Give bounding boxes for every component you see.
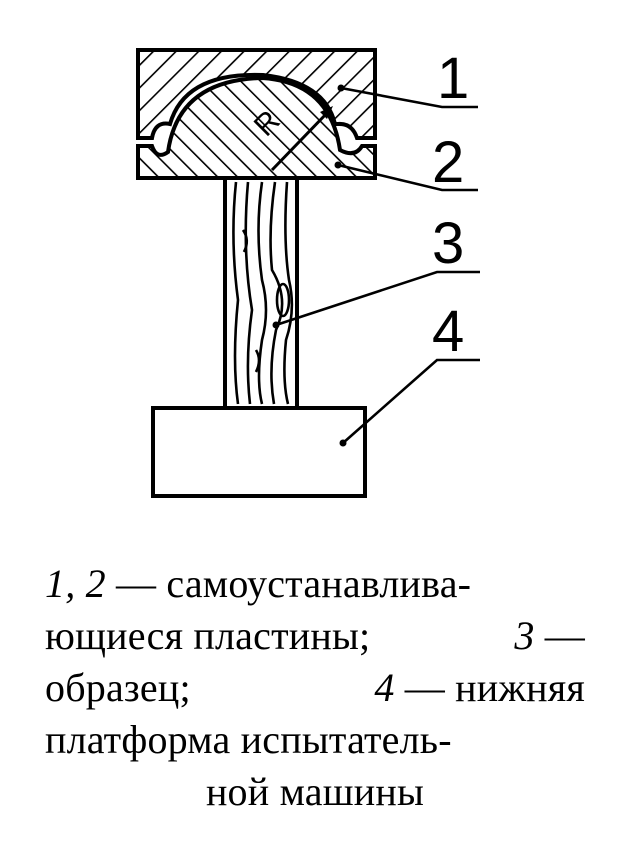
caption-text: — нижняя [404,665,585,710]
caption-text: образец; [45,665,191,710]
callout-1: 1 [437,46,469,111]
caption-ref-3: 3 [514,613,535,658]
callout-2: 2 [432,130,464,195]
callout-4: 4 [432,299,464,364]
specimen-test-diagram: R 1 2 3 4 [136,46,480,498]
lower-platform [151,406,367,498]
wood-specimen [223,176,299,410]
figure-caption: 1, 2 — самоустанавлива- ющиеся пластины;… [45,558,585,818]
caption-line-3: образец; 4 — нижняя [45,662,585,714]
upper-plate [136,48,377,140]
leader-lines [275,86,480,444]
caption-line-5: ной машины [45,766,585,818]
caption-text: ющиеся пластины; [45,613,371,658]
caption-text: платформа испытатель- [45,717,452,762]
caption-ref-4: 4 [374,665,395,710]
caption-ref-1-2: 1, 2 [45,561,106,606]
caption-dash: — [544,613,585,658]
caption-line-1: 1, 2 — самоустанавлива- [45,558,585,610]
caption-text: ной машины [205,769,425,814]
callout-3: 3 [432,211,464,276]
lower-plate [136,75,377,180]
leader-dots [272,84,347,447]
caption-text: — самоустанавлива- [116,561,472,606]
caption-line-2: ющиеся пластины; 3 — [45,610,585,662]
caption-line-4: платформа испытатель- [45,714,585,766]
